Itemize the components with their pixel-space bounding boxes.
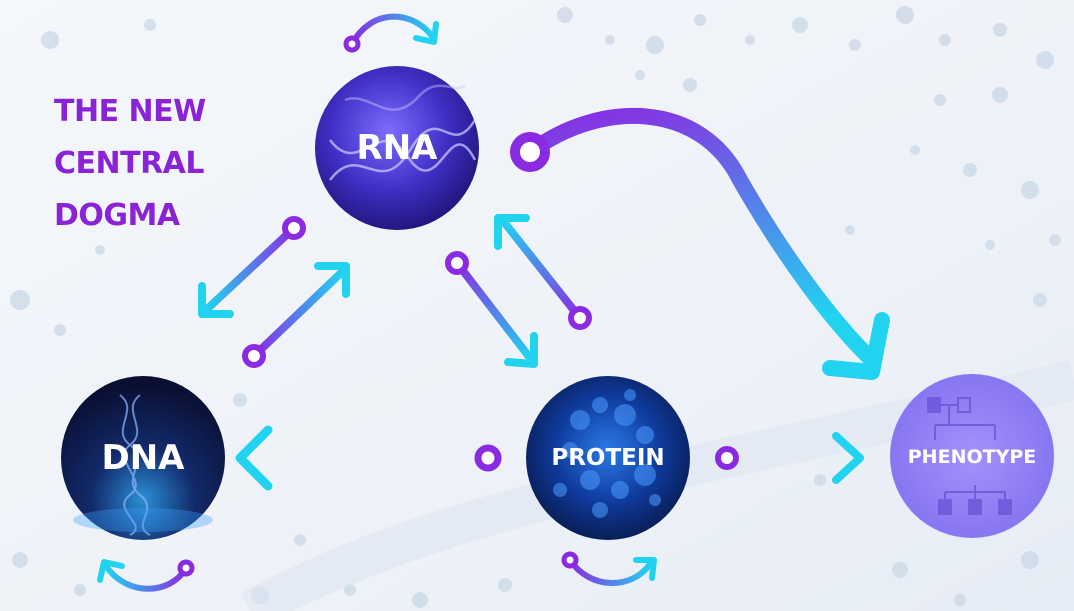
arrow-protein-to-dna [235, 425, 502, 491]
protein-node [526, 376, 690, 540]
title-line-1: THE NEW [54, 94, 206, 129]
self-loop-rna [343, 13, 439, 53]
rna-node [315, 66, 479, 230]
phenotype-pedigree-graphic [927, 397, 1012, 515]
arrow-rna-to-protein [445, 251, 538, 368]
protein-label: PROTEIN [551, 445, 665, 471]
arrow-rna-to-phenotype [510, 108, 890, 380]
phenotype-label: PHENOTYPE [907, 446, 1037, 468]
dna-helix-graphic [119, 394, 151, 536]
rna-label: RNA [356, 128, 438, 168]
phenotype-node [890, 374, 1054, 538]
title-line-3: DOGMA [54, 198, 180, 233]
arrow-dna-to-rna [242, 262, 350, 368]
background-dots [10, 6, 1061, 608]
title-line-2: CENTRAL [54, 146, 205, 181]
diagram-title: THE NEW CENTRAL DOGMA [54, 86, 206, 242]
arrow-protein-to-rna [494, 214, 592, 330]
dna-label: DNA [101, 438, 185, 478]
self-loop-protein [561, 551, 657, 586]
self-loop-dna [97, 559, 195, 592]
arrow-rna-to-dna [198, 216, 306, 318]
protein-structure-graphic [553, 389, 661, 518]
dna-node [61, 376, 225, 540]
rna-helix-graphic [329, 83, 477, 181]
arrow-protein-to-phenotype [715, 432, 864, 484]
